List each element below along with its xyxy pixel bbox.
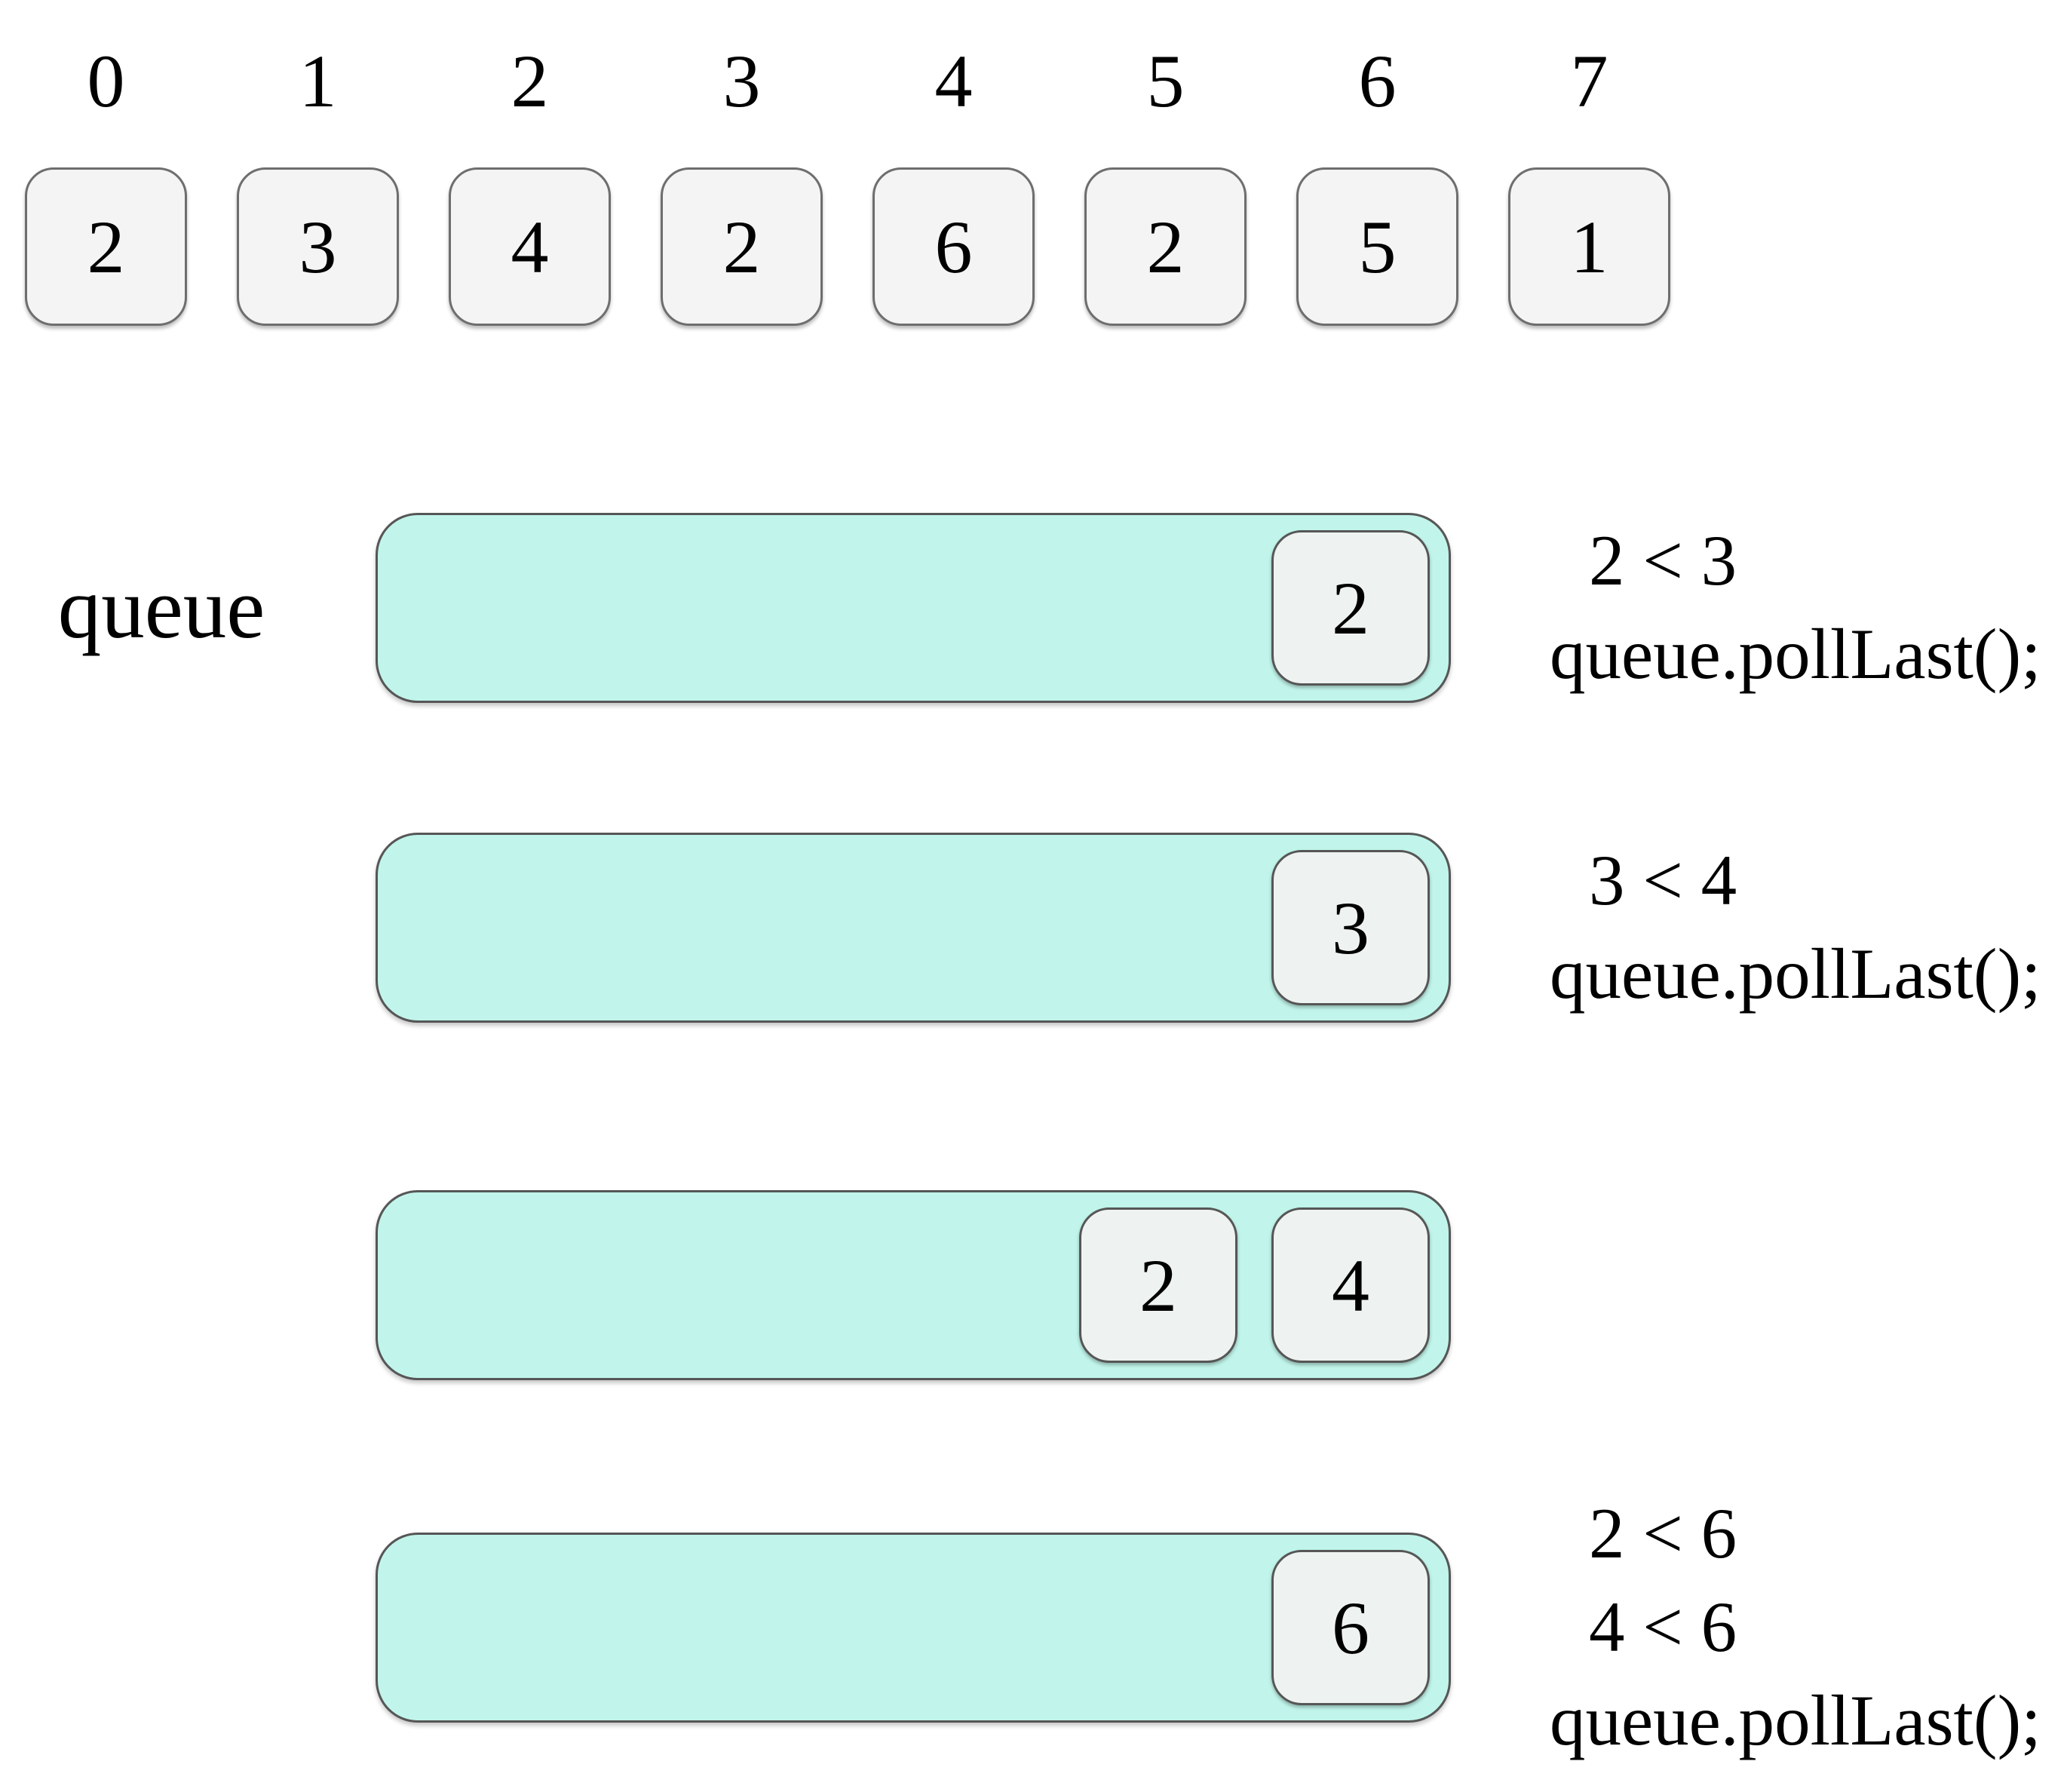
queue-step-row: 6 — [376, 1533, 1451, 1723]
array-index-label: 4 — [934, 38, 973, 123]
array-cell: 6 — [872, 167, 1035, 326]
comparison-text: 2 < 6 — [1589, 1493, 1737, 1573]
array-cell: 2 — [1084, 167, 1247, 326]
code-text: queue.pollLast(); — [1550, 1680, 2041, 1760]
queue-box: 3 — [376, 833, 1451, 1023]
comparison-text: 4 < 6 — [1589, 1587, 1737, 1667]
array-index-label: 7 — [1570, 38, 1608, 123]
array-index-label: 0 — [87, 38, 125, 123]
queue-cell: 6 — [1271, 1550, 1430, 1705]
queue-cell: 2 — [1271, 530, 1430, 686]
array-cell: 1 — [1508, 167, 1670, 326]
step-annotation: 2 < 3 queue.pollLast(); — [1550, 514, 2070, 701]
queue-cell: 3 — [1271, 850, 1430, 1005]
array-index-label: 1 — [299, 38, 337, 123]
array-cell: 3 — [237, 167, 399, 326]
queue-cell: 2 — [1079, 1207, 1237, 1363]
queue-box: 6 — [376, 1533, 1451, 1723]
array-cell: 2 — [661, 167, 823, 326]
array-cell: 2 — [25, 167, 187, 326]
array-cell: 5 — [1296, 167, 1458, 326]
queue-step-row: 2 — [376, 513, 1451, 703]
queue-label: queue — [57, 560, 265, 656]
queue-step-row: 3 — [376, 833, 1451, 1023]
comparison-text: 2 < 3 — [1589, 520, 1737, 600]
step-annotation: 2 < 6 4 < 6 queue.pollLast(); — [1550, 1487, 2070, 1767]
array-index-label: 2 — [511, 38, 549, 123]
array-index-label: 5 — [1146, 38, 1185, 123]
array-index-label: 3 — [722, 38, 761, 123]
array-index-label: 6 — [1358, 38, 1397, 123]
comparison-text: 3 < 4 — [1589, 840, 1737, 920]
array-cell: 4 — [449, 167, 611, 326]
queue-box: 2 — [376, 513, 1451, 703]
step-annotation: 3 < 4 queue.pollLast(); — [1550, 833, 2070, 1020]
code-text: queue.pollLast(); — [1550, 614, 2041, 694]
queue-cell: 4 — [1271, 1207, 1430, 1363]
code-text: queue.pollLast(); — [1550, 934, 2041, 1014]
